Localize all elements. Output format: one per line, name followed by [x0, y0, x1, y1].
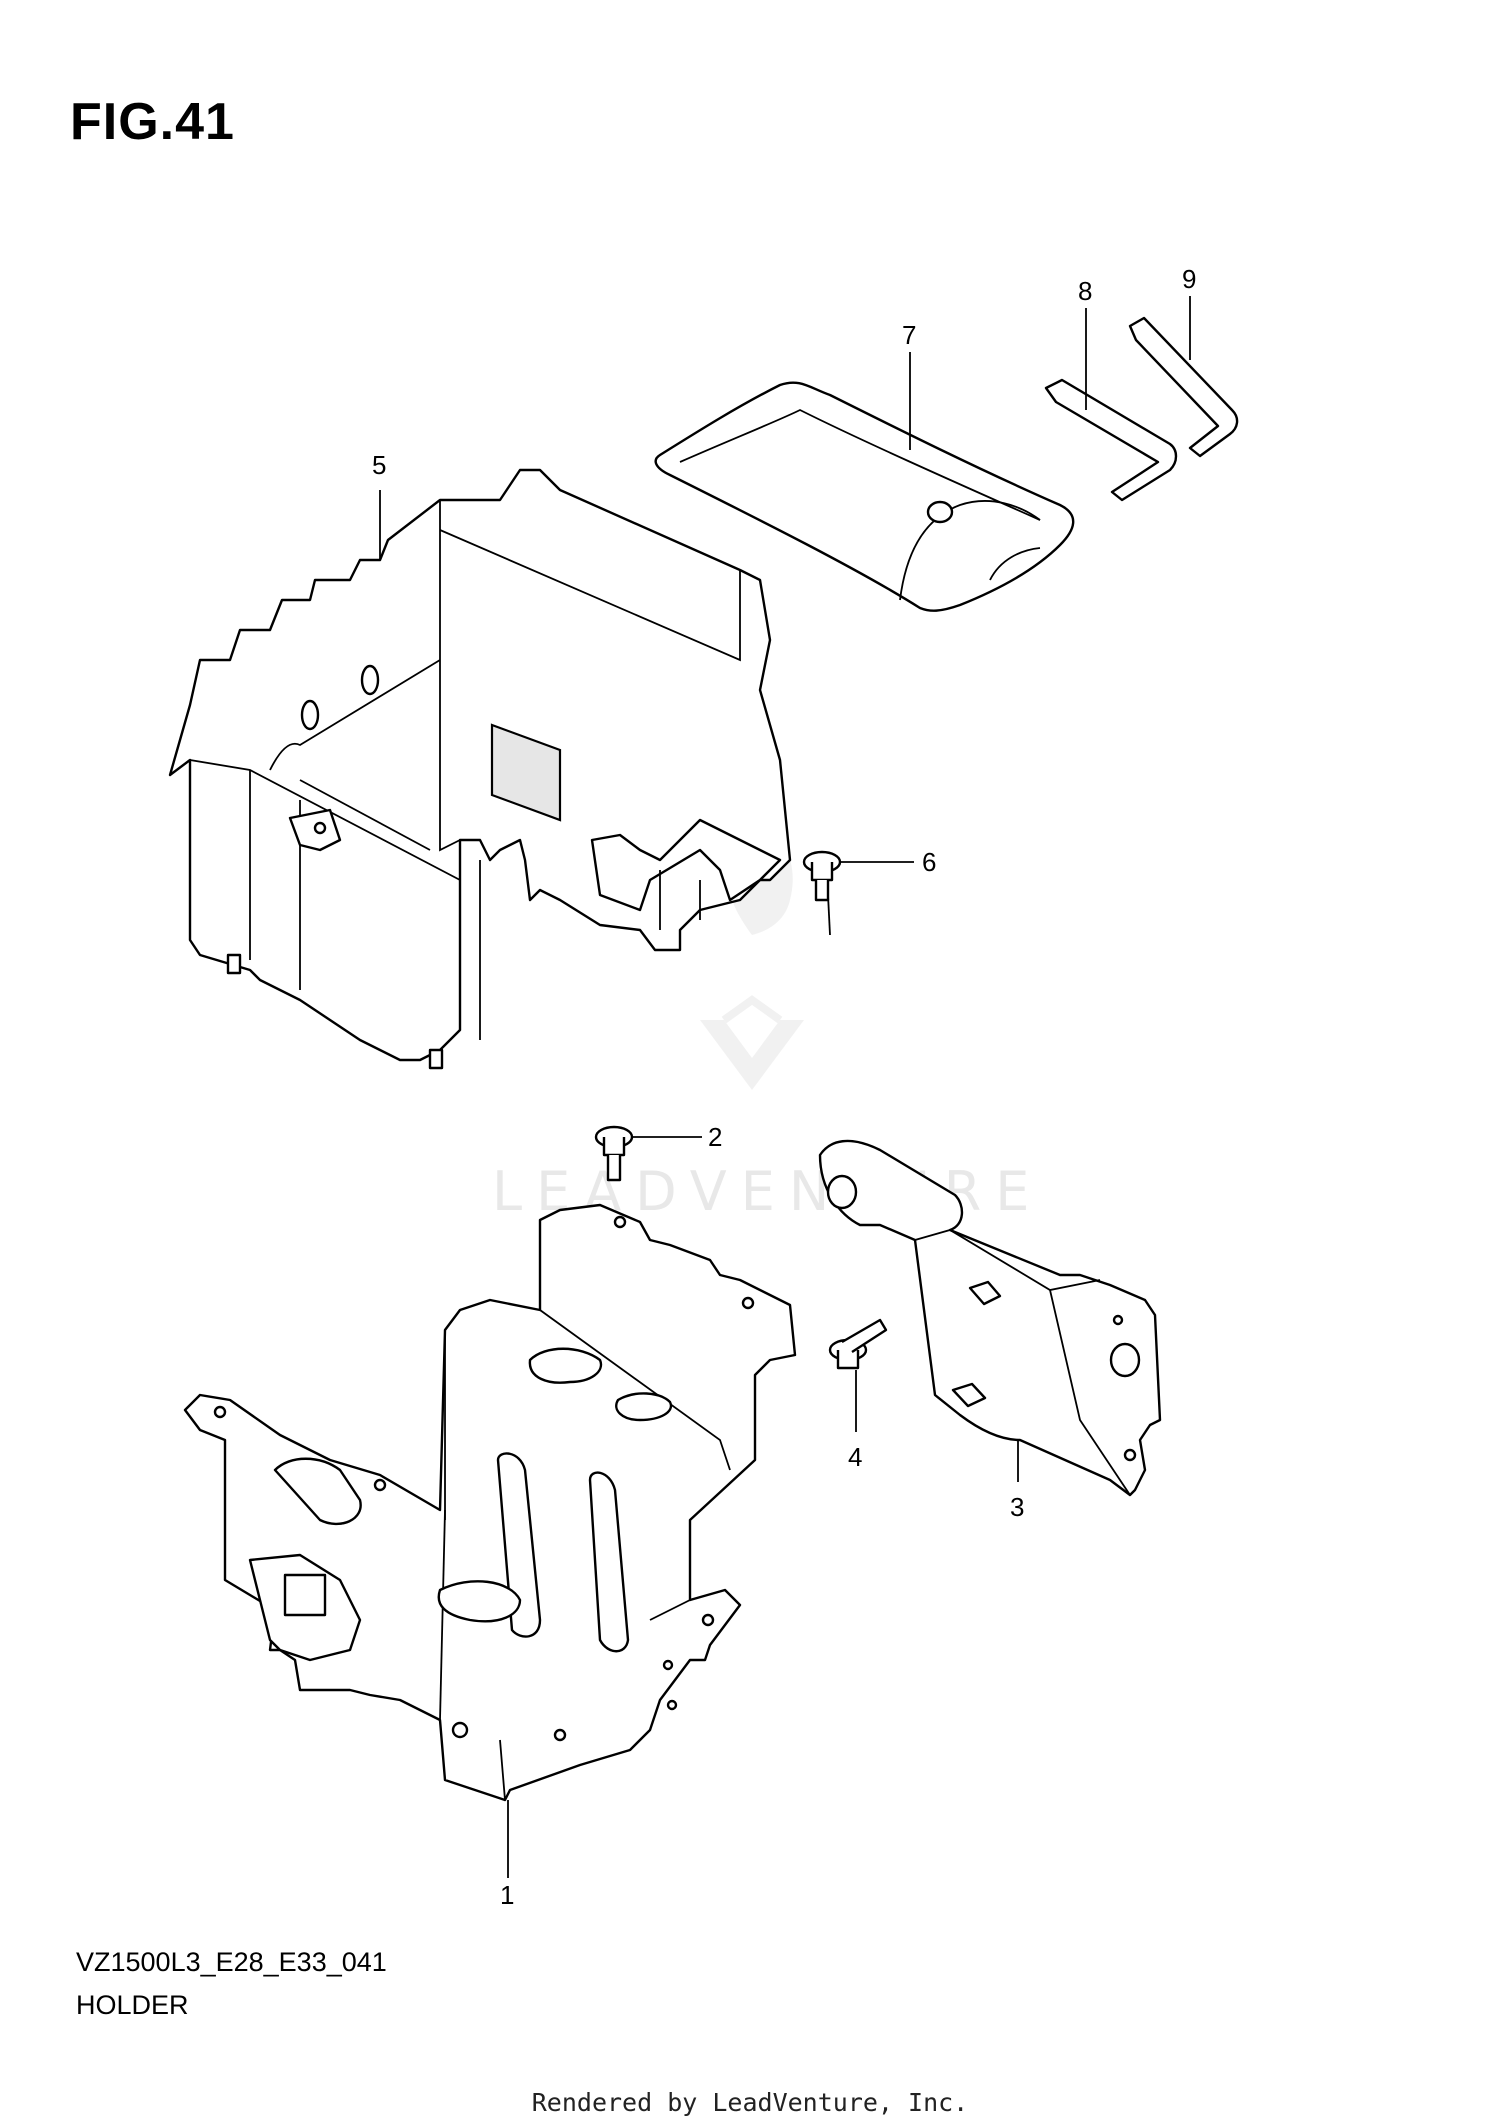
part-3-bracket [818, 1139, 1162, 1497]
svg-text:8: 8 [1078, 276, 1092, 306]
rendered-by-credit: Rendered by LeadVenture, Inc. [531, 2088, 969, 2117]
figure-name: HOLDER [76, 1990, 189, 2020]
svg-text:1: 1 [500, 1880, 514, 1910]
svg-text:7: 7 [902, 320, 916, 350]
part-6-bolt [802, 850, 842, 936]
svg-text:2: 2 [708, 1122, 722, 1152]
callout-5: 5 [372, 450, 386, 560]
callout-3: 3 [1010, 1440, 1024, 1522]
svg-text:3: 3 [1010, 1492, 1024, 1522]
callout-2: 2 [632, 1122, 722, 1152]
callout-7: 7 [902, 320, 916, 450]
part-2-bolt [594, 1125, 634, 1182]
svg-text:6: 6 [922, 847, 936, 877]
callout-4: 4 [848, 1370, 862, 1472]
callout-1: 1 [500, 1800, 514, 1910]
svg-text:5: 5 [372, 450, 386, 480]
part-4-bolt [828, 1318, 888, 1370]
part-7-pad [654, 381, 1075, 612]
svg-text:4: 4 [848, 1442, 862, 1472]
part-5-battery-case [168, 468, 792, 1070]
svg-text:9: 9 [1182, 264, 1196, 294]
part-8-hex-wrench [1044, 378, 1178, 502]
callout-6: 6 [840, 847, 936, 877]
figure-title: FIG.41 [70, 93, 235, 151]
part-9-hex-wrench [1128, 316, 1239, 458]
part-1-holder [183, 1203, 797, 1802]
callout-9: 9 [1182, 264, 1196, 360]
figure-code: VZ1500L3_E28_E33_041 [76, 1947, 387, 1977]
callout-8: 8 [1078, 276, 1092, 410]
